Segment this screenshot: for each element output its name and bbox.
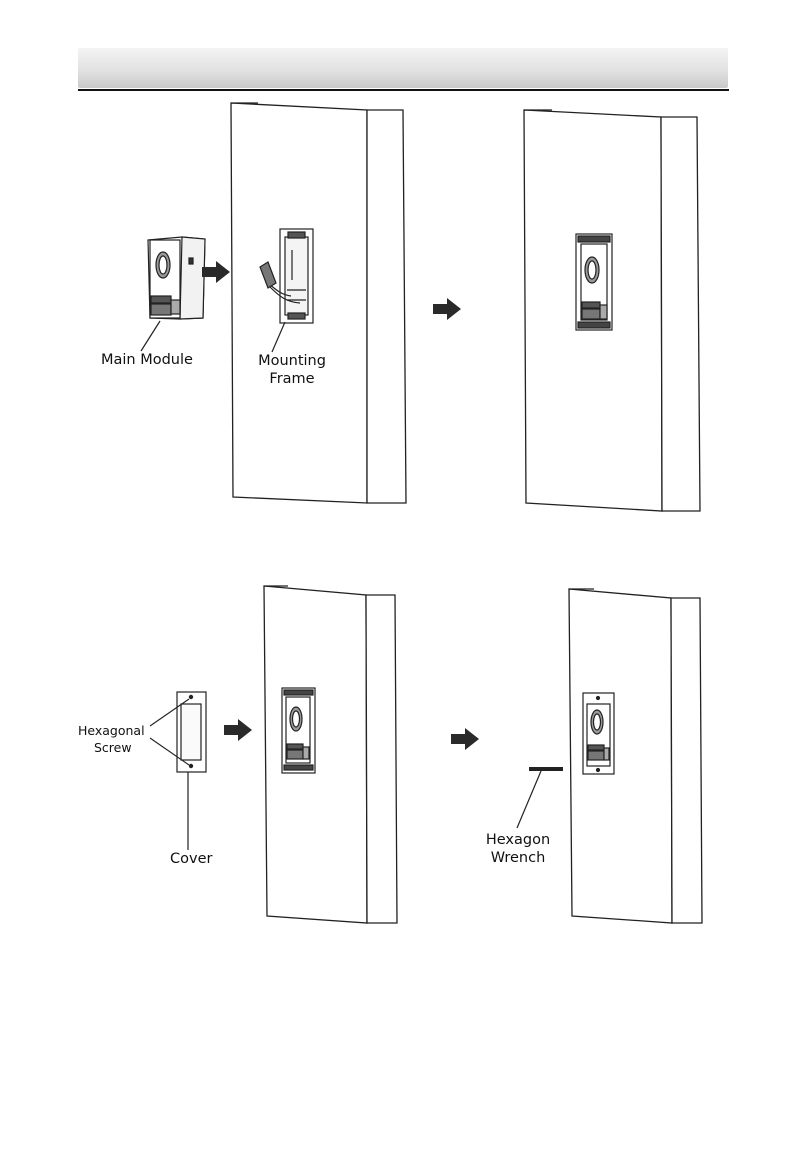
- mounting-frame-label: Mounting Frame: [252, 352, 332, 388]
- hexagon-wrench-label-line1: Hexagon: [478, 831, 558, 849]
- hexagon-wrench-label: Hexagon Wrench: [478, 831, 558, 867]
- installed-module: [576, 234, 612, 330]
- module-without-cover: [282, 688, 315, 773]
- hexagonal-screw-label-line2: Screw: [78, 739, 145, 756]
- hexagon-wrench: [529, 767, 563, 771]
- module-with-cover: [583, 693, 614, 774]
- mounting-frame-label-line1: Mounting: [252, 352, 332, 370]
- mounting-frame-label-line2: Frame: [252, 370, 332, 388]
- arrow-right-icon: [202, 261, 230, 283]
- wall-panel-1: [231, 103, 406, 503]
- main-module: [148, 237, 205, 319]
- main-module-label: Main Module: [101, 351, 193, 369]
- hexagonal-screw-label: Hexagonal Screw: [78, 722, 145, 756]
- hexagon-wrench-label-line2: Wrench: [478, 849, 558, 867]
- hexagonal-screw-label-line1: Hexagonal: [78, 722, 145, 739]
- arrow-right-icon: [224, 719, 252, 741]
- cover-label: Cover: [170, 850, 212, 868]
- arrow-right-icon: [433, 298, 461, 320]
- arrow-right-icon: [451, 728, 479, 750]
